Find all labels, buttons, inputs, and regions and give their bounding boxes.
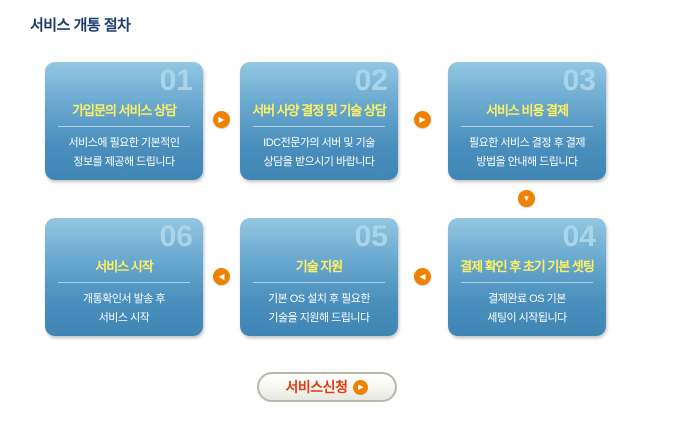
- step-description: 결제완료 OS 기본 세팅이 시작됩니다: [448, 290, 606, 329]
- step-desc-line: IDC전문가의 서버 및 기술: [263, 137, 375, 149]
- arrow-right-icon: ▶: [213, 111, 230, 128]
- divider: [461, 126, 593, 127]
- step-card-04: 04 결제 확인 후 초기 기본 셋팅 결제완료 OS 기본 세팅이 시작됩니다: [448, 218, 606, 336]
- step-title: 결제 확인 후 초기 기본 셋팅: [460, 259, 595, 274]
- step-title: 가입문의 서비스 상담: [72, 103, 177, 118]
- divider: [58, 282, 190, 283]
- step-desc-line: 결제완료 OS 기본: [488, 293, 566, 305]
- arrow-right-icon: ▶: [414, 111, 431, 128]
- step-number: 04: [562, 220, 596, 253]
- step-card-01: 01 가입문의 서비스 상담 서비스에 필요한 기본적인 정보를 제공해 드립니…: [45, 62, 203, 180]
- step-description: IDC전문가의 서버 및 기술 상담을 받으시기 바랍니다: [240, 134, 398, 173]
- step-number: 06: [159, 220, 193, 253]
- step-desc-line: 기본 OS 설치 후 필요한: [267, 293, 371, 305]
- step-card-06: 06 서비스 시작 개통확인서 발송 후 서비스 시작: [45, 218, 203, 336]
- page-title: 서비스 개통 절차: [30, 17, 131, 34]
- arrow-down-icon: ▼: [518, 190, 535, 207]
- step-desc-line: 개통확인서 발송 후: [82, 293, 166, 305]
- step-number: 02: [354, 64, 388, 97]
- step-title: 서비스 비용 결제: [486, 103, 569, 118]
- step-title: 서버 사양 결정 및 기술 상담: [252, 103, 387, 118]
- step-description: 서비스에 필요한 기본적인 정보를 제공해 드립니다: [45, 134, 203, 173]
- step-description: 필요한 서비스 결정 후 결제 방법을 안내해 드립니다: [448, 134, 606, 173]
- step-desc-line: 정보를 제공해 드립니다: [73, 156, 175, 169]
- step-title: 기술 지원: [295, 259, 343, 274]
- step-card-05: 05 기술 지원 기본 OS 설치 후 필요한 기술을 지원해 드립니다: [240, 218, 398, 336]
- step-number: 05: [354, 220, 388, 253]
- arrow-left-icon: ◀: [213, 268, 230, 285]
- step-desc-line: 상담을 받으시기 바랍니다: [263, 156, 375, 169]
- divider: [461, 282, 593, 283]
- arrow-right-icon: ▶: [353, 379, 369, 395]
- step-number: 01: [159, 64, 193, 97]
- step-desc-line: 세팅이 시작됩니다: [487, 312, 567, 325]
- arrow-left-icon: ◀: [414, 268, 431, 285]
- step-desc-line: 서비스 시작: [98, 312, 150, 325]
- step-desc-line: 기술을 지원해 드립니다: [268, 312, 370, 325]
- service-apply-label: 서비스신청: [285, 379, 348, 395]
- step-card-03: 03 서비스 비용 결제 필요한 서비스 결정 후 결제 방법을 안내해 드립니…: [448, 62, 606, 180]
- step-description: 개통확인서 발송 후 서비스 시작: [45, 290, 203, 329]
- step-desc-line: 서비스에 필요한 기본적인: [68, 137, 180, 149]
- divider: [253, 126, 385, 127]
- step-desc-line: 필요한 서비스 결정 후 결제: [468, 137, 586, 149]
- divider: [58, 126, 190, 127]
- step-title: 서비스 시작: [95, 259, 153, 274]
- step-number: 03: [562, 64, 596, 97]
- divider: [253, 282, 385, 283]
- service-apply-button[interactable]: 서비스신청 ▶: [257, 372, 397, 402]
- step-card-02: 02 서버 사양 결정 및 기술 상담 IDC전문가의 서버 및 기술 상담을 …: [240, 62, 398, 180]
- step-desc-line: 방법을 안내해 드립니다: [476, 156, 578, 169]
- step-description: 기본 OS 설치 후 필요한 기술을 지원해 드립니다: [240, 290, 398, 329]
